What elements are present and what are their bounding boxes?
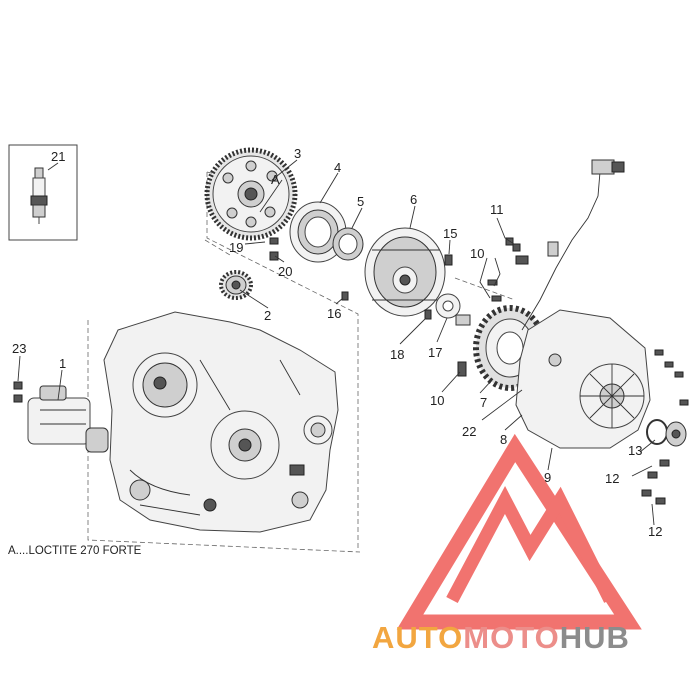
plate-ring <box>289 201 347 263</box>
bearing <box>332 227 364 261</box>
label-11: 11 <box>490 202 504 217</box>
label-3: 3 <box>294 146 301 161</box>
gear-small <box>219 270 253 300</box>
label-15: 15 <box>443 226 457 241</box>
label-10b: 10 <box>430 393 444 408</box>
label-14: 13 <box>628 443 642 458</box>
label-13: 12 <box>605 471 619 486</box>
watermark-logo <box>396 433 642 630</box>
loctite-note: A....LOCTITE 270 FORTE <box>8 545 142 557</box>
label-17: 17 <box>428 345 442 360</box>
leader-lines <box>17 159 656 526</box>
label-23: 23 <box>12 341 26 356</box>
hardware-bolts <box>269 237 689 505</box>
label-20: 20 <box>278 264 292 279</box>
label-A: A <box>271 172 280 187</box>
spark-plug-inset <box>8 144 78 241</box>
label-6: 6 <box>410 192 417 207</box>
label-10a: 10 <box>470 246 484 261</box>
label-19: 19 <box>229 240 243 255</box>
label-21: 21 <box>51 149 65 164</box>
wiring-harness <box>515 159 625 331</box>
gear-large <box>204 147 298 241</box>
label-1: 1 <box>59 356 66 371</box>
label-18: 18 <box>390 347 404 362</box>
label-16: 16 <box>327 306 341 321</box>
label-7: 7 <box>480 395 487 410</box>
generator-cover <box>515 309 651 449</box>
assembly-guide-lines <box>87 171 516 553</box>
label-12: 12 <box>648 524 662 539</box>
svg-text:AUTOMOTOHUB: AUTOMOTOHUB <box>372 620 630 655</box>
label-8: 8 <box>500 432 507 447</box>
label-5: 5 <box>357 194 364 209</box>
label-9: 9 <box>544 470 551 485</box>
label-4: 4 <box>334 160 341 175</box>
label-2: 2 <box>264 308 271 323</box>
starter-motor <box>13 381 109 453</box>
flywheel-rotor <box>364 227 446 317</box>
label-22: 22 <box>462 424 476 439</box>
watermark-text: AUTOMOTOHUB <box>372 620 630 655</box>
part-numbers: 21 3 A 4 5 6 15 11 10 19 20 2 16 18 17 2… <box>8 146 662 557</box>
crankcase <box>103 311 339 533</box>
